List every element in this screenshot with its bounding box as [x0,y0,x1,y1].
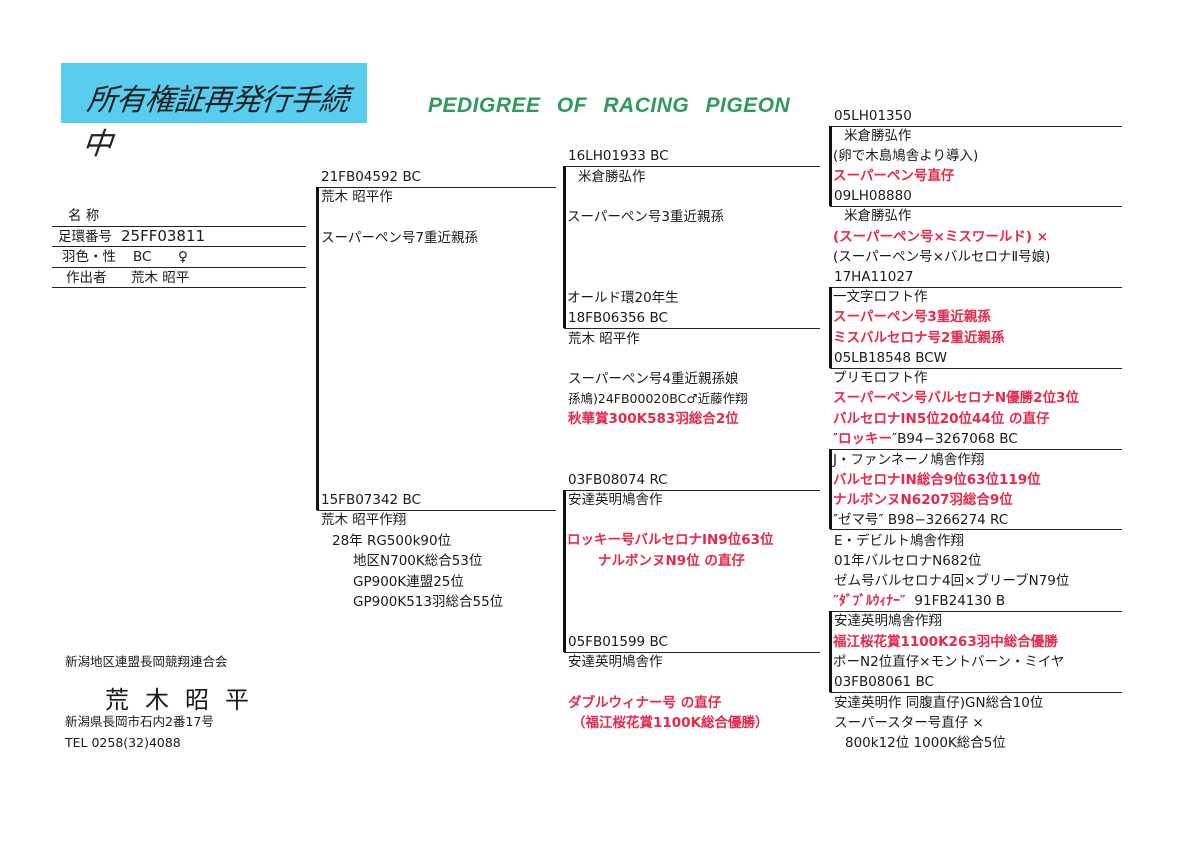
breeder-value: 荒木 昭平 [131,270,190,286]
bracket-line [830,611,1122,612]
divider [52,287,306,288]
sire-ring: 21FB04592 BC [321,169,421,185]
dam-line: 28年 RG500k90位 [332,533,452,549]
name-label: 名 称 [68,208,100,224]
dsd-line: 01年バルセロナN682位 [834,553,982,569]
dsd-line: ゼム号バルセロナ4回×ブリーブN79位 [834,573,1070,589]
dsd-breeder: E・デビルト鳩舎作翔 [834,533,965,549]
ds-breeder: 安達英明鳩舎作 [568,492,663,508]
ssd-note: (スーパーペン号×バルセロナⅡ号娘) [833,249,1051,265]
dsd-name-ring: ″ゼマ号″ B98−3266274 RC [833,512,1009,528]
sd-pre: オールド環20年生 [567,290,679,306]
bracket-line [830,368,1122,369]
bracket-line [830,206,1122,207]
dds-red: 福江桜花賞1100K263羽中総合優勝 [833,634,1058,650]
sire-note: スーパーペン号7重近親孫 [321,230,478,246]
sss-breeder: 米倉勝弘作 [844,128,912,144]
ring-label: 足環番号 [58,229,112,245]
sdd-ring: 05LB18548 BCW [834,350,947,366]
divider [52,267,306,268]
dss-red: バルセロナIN総合9位63位119位 [833,472,1041,488]
dd-red: （福江桜花賞1100K総合優勝） [572,715,769,731]
sss-note: (卵で木島鳩舎より導入) [833,148,979,164]
ss-breeder: 米倉勝弘作 [578,169,646,185]
ddd-line: スーパースター号直仔 × [834,715,984,731]
ds-red: ロッキー号バルセロナIN9位63位 [567,532,774,548]
sex-value: ♀ [178,249,188,265]
sdd-breeder: プリモロフト作 [833,370,928,386]
dam-line: 地区N700K総合53位 [353,553,483,569]
bracket-line [830,449,1122,450]
ddd-line: 安達英明作 同腹直仔)GN総合10位 [834,695,1044,711]
sss-red: スーパーペン号直仔 [833,168,955,184]
handwritten-note: 所有権証再発行手続中 [61,63,367,162]
sds-breeder: 一文字ロフト作 [833,289,928,305]
bracket-line [830,126,1122,127]
dam-breeder: 荒木 昭平作翔 [321,512,407,528]
dam-line: GP900K513羽総合55位 [353,594,504,610]
dss-ring: B94−3267068 BC [897,431,1018,447]
sd-breeder: 荒木 昭平作 [568,331,640,347]
ddd-line: 800k12位 1000K総合5位 [845,735,1006,751]
dam-line: GP900K連盟25位 [353,574,464,590]
ds-red: ナルボンヌN9位 の直仔 [598,553,745,569]
ssd-breeder: 米倉勝弘作 [844,208,912,224]
bracket-line [829,126,832,206]
ss-ring: 16LH01933 BC [568,148,669,164]
bracket-line [829,611,832,692]
owner-address: 新潟県長岡市石内2番17号 [65,714,214,729]
bracket-line [316,187,319,510]
bracket-line [830,529,1122,530]
ds-ring: 03FB08074 RC [568,472,668,488]
bracket-line [829,449,832,529]
sd-ring: 18FB06356 BC [568,310,668,326]
bracket-line [317,510,556,511]
ddd-ring: 03FB08061 BC [834,674,934,690]
dds-name-ring: ″ﾀﾞﾌﾞﾙｳｨﾅｰ″ 91FB24130 B [833,593,1006,609]
sdd-red: スーパーペン号バルセロナN優勝2位3位 [833,390,1079,406]
dss-name: ロッキー [838,431,893,447]
dds-breeder: 安達英明鳩舎作翔 [834,613,942,629]
sds-ring: 17HA11027 [834,269,914,285]
breeder-label: 作出者 [66,270,107,286]
sds-red: ミスバルセロナ号2重近親孫 [833,330,1005,346]
bracket-line [563,166,566,328]
bracket-line [563,490,566,652]
bracket-line [830,287,1122,288]
sd-red: 秋華賞300K583羽総合2位 [568,411,739,427]
ring-value: 25FF03811 [121,227,206,245]
dss-name-ring: ″ロッキー″B94−3267068 BC [833,431,1018,447]
sire-breeder: 荒木 昭平作 [321,189,393,205]
ssd-red: (スーパーペン号×ミスワールド) × [833,229,1049,245]
page-title: PEDIGREE OF RACING PIGEON [428,94,791,117]
ssd-ring: 09LH08880 [834,188,912,204]
bracket-line [564,652,820,653]
owner-tel: TEL 0258(32)4088 [65,735,181,750]
sds-red: スーパーペン号3重近親孫 [833,309,991,325]
dss-breeder: J・ファンネーノ鳩舎作翔 [833,452,985,468]
dam-ring: 15FB07342 BC [321,492,421,508]
bracket-line [830,692,1122,693]
bracket-line [564,490,820,491]
divider [52,246,306,247]
bracket-line [564,328,820,329]
bracket-line [829,287,832,368]
sdd-red: バルセロナIN5位20位44位 の直仔 [833,411,1050,427]
bracket-line [317,187,556,188]
sd-sub: 孫鳩)24FB00020BC♂近藤作翔 [568,391,748,406]
ss-note: スーパーペン号3重近親孫 [567,209,724,225]
color-label: 羽色・性 [62,249,116,265]
dds-note: ポーN2位直仔×モントバーン・ミイヤ [833,654,1065,670]
divider [52,226,306,227]
sd-note: スーパーペン号4重近親孫娘 [568,371,739,387]
dss-red: ナルボンヌN6207羽総合9位 [833,492,1013,508]
bracket-line [564,166,820,167]
sss-ring: 05LH01350 [834,108,912,124]
owner-name: 荒木昭平 [105,686,265,714]
owner-club: 新潟地区連盟長岡競翔連合会 [65,654,228,669]
dd-ring: 05FB01599 BC [568,634,668,650]
color-value: BC [133,249,152,265]
dd-breeder: 安達英明鳩舎作 [568,654,663,670]
dd-red: ダブルウィナー号 の直仔 [568,695,722,711]
